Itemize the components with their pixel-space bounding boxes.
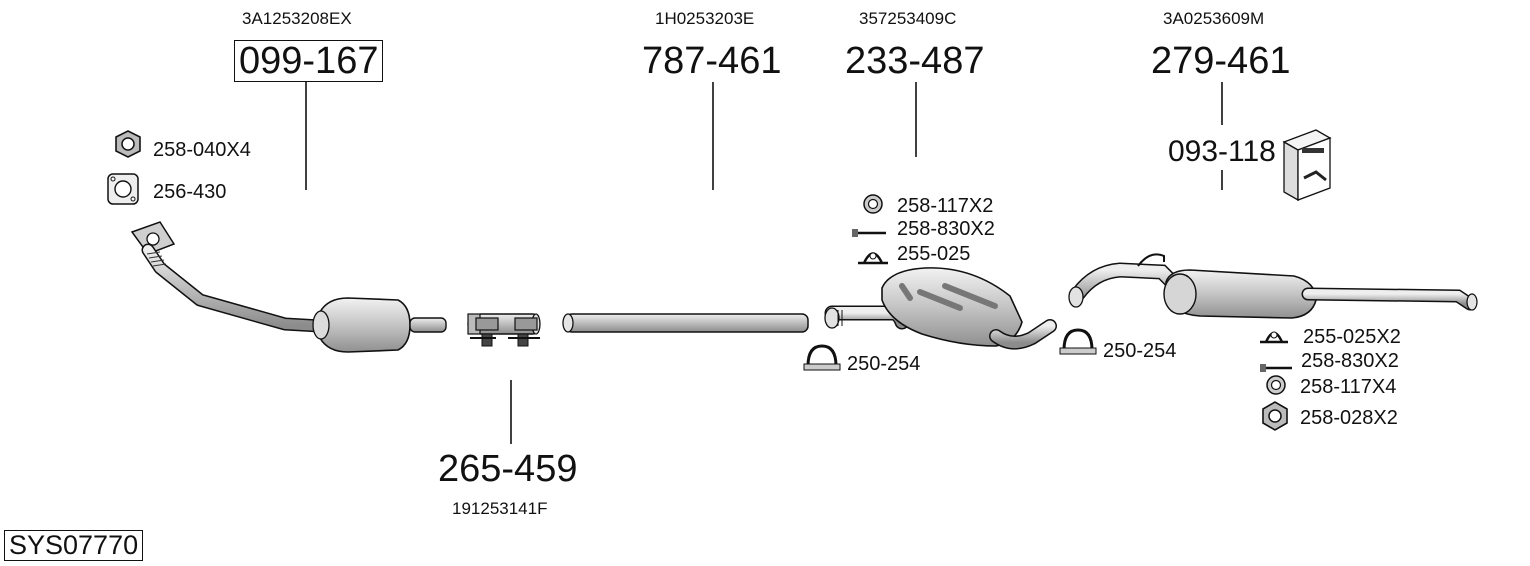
clamp-rear-label[interactable]: 250-254 (1103, 340, 1177, 362)
catalyst-part (130, 221, 447, 353)
middle-silencer-part (824, 267, 1057, 350)
bolt-icon (1260, 364, 1292, 372)
u-clamp-icon (803, 344, 841, 371)
nut-front-label[interactable]: 258-040X4 (153, 139, 251, 161)
middle-silencer-part-number[interactable]: 233-487 (845, 40, 985, 82)
catalyst-part-number[interactable]: 099-167 (234, 40, 384, 82)
nut-rear-label[interactable]: 258-028X2 (1300, 407, 1398, 429)
hanger-rear-label[interactable]: 255-025X2 (1303, 326, 1401, 348)
rear-silencer-part-number[interactable]: 279-461 (1151, 40, 1291, 82)
middle-pipe-part (562, 313, 809, 333)
hanger-icon (1260, 331, 1288, 344)
clamp-part-number[interactable]: 265-459 (438, 448, 578, 490)
mounting-kit-box (1282, 129, 1332, 202)
gasket-front-label[interactable]: 256-430 (153, 181, 227, 203)
clamp-mid-label[interactable]: 250-254 (847, 353, 921, 375)
bolt-rear-label[interactable]: 258-830X2 (1301, 350, 1399, 372)
rear-silencer-part (1068, 253, 1478, 319)
gasket-icon (107, 173, 139, 205)
bolt-mid-label[interactable]: 258-830X2 (897, 218, 995, 240)
middle-silencer-oem-number: 357253409C (859, 9, 957, 28)
rear-silencer-oem-number: 3A0253609M (1163, 9, 1265, 28)
clamp-part (467, 313, 541, 347)
u-clamp-icon (1059, 328, 1097, 355)
hanger-icon (858, 252, 888, 265)
clamp-oem-number: 191253141F (452, 499, 548, 518)
bolt-icon (852, 229, 886, 237)
ring-mid-label[interactable]: 258-117X2 (897, 195, 994, 217)
system-code: SYS07770 (4, 530, 144, 561)
mounting-kit-part-number[interactable]: 093-118 (1168, 135, 1276, 168)
leader-lines (305, 82, 1223, 444)
middle-pipe-oem-number: 1H0253203E (655, 9, 755, 28)
catalyst-oem-number: 3A1253208EX (242, 9, 352, 28)
nut-icon (115, 130, 141, 158)
ring-rear-label[interactable]: 258-117X4 (1300, 376, 1397, 398)
middle-pipe-part-number[interactable]: 787-461 (642, 40, 782, 82)
hanger-mid-label[interactable]: 255-025 (897, 243, 971, 265)
nut-icon (1262, 401, 1288, 431)
ring-icon (863, 194, 883, 214)
ring-icon (1266, 375, 1286, 395)
